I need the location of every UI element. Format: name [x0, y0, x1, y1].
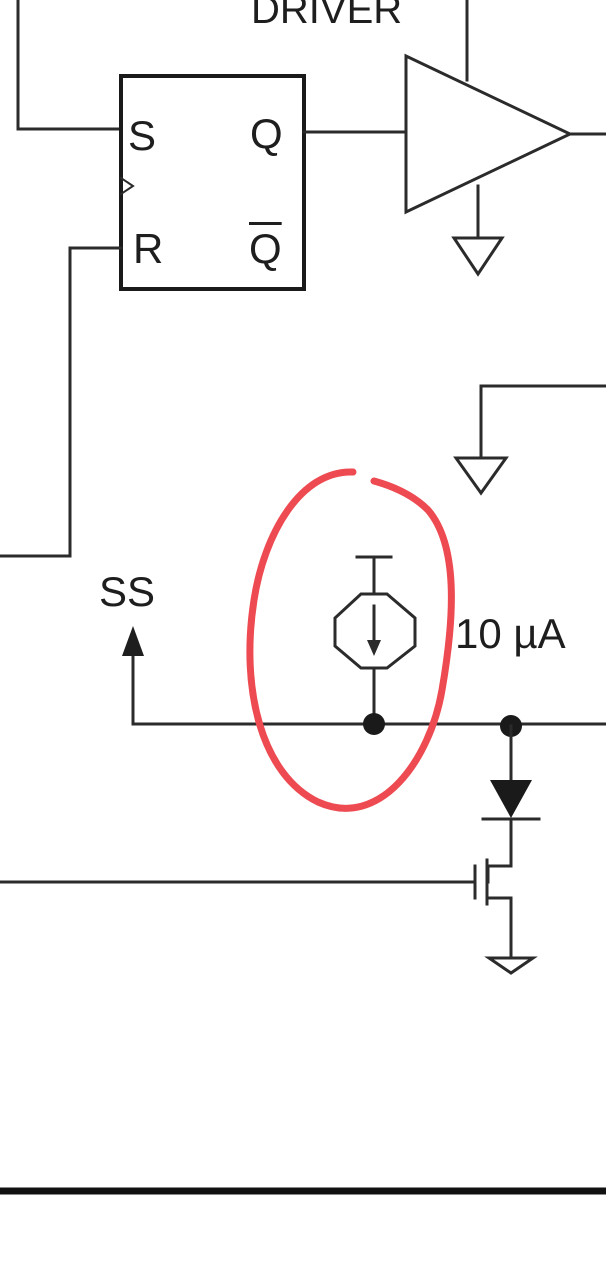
driver-triangle	[404, 53, 574, 215]
ss-rail-wire	[131, 640, 606, 726]
diode-icon	[490, 780, 532, 818]
ss-arrow-icon	[122, 626, 144, 656]
r-pin-label: R	[133, 225, 164, 272]
diode-cathode-wire	[486, 817, 513, 884]
mid-ground-icon	[453, 456, 509, 496]
mosfet-source-wire	[486, 896, 513, 960]
r-input-wire	[0, 246, 123, 558]
q-bar-pin-label: Q	[249, 225, 282, 272]
current-source-icon	[333, 592, 417, 670]
mid-ground-wire	[479, 384, 606, 460]
bottom-ground-icon	[484, 956, 538, 975]
junction-dot-left	[363, 713, 385, 735]
driver-ground-icon	[451, 236, 505, 277]
current-label: 10 µA	[455, 610, 566, 657]
q-pin-label: Q	[250, 110, 283, 157]
current-arrow-icon	[367, 640, 381, 656]
s-input-wire	[16, 0, 123, 131]
s-pin-label: S	[128, 112, 157, 159]
sr-flip-flop	[119, 74, 306, 291]
driver-label: DRIVER	[251, 0, 403, 32]
annotation-circle	[246, 468, 455, 812]
ss-label: SS	[99, 568, 156, 615]
clock-notch-icon	[119, 176, 135, 196]
